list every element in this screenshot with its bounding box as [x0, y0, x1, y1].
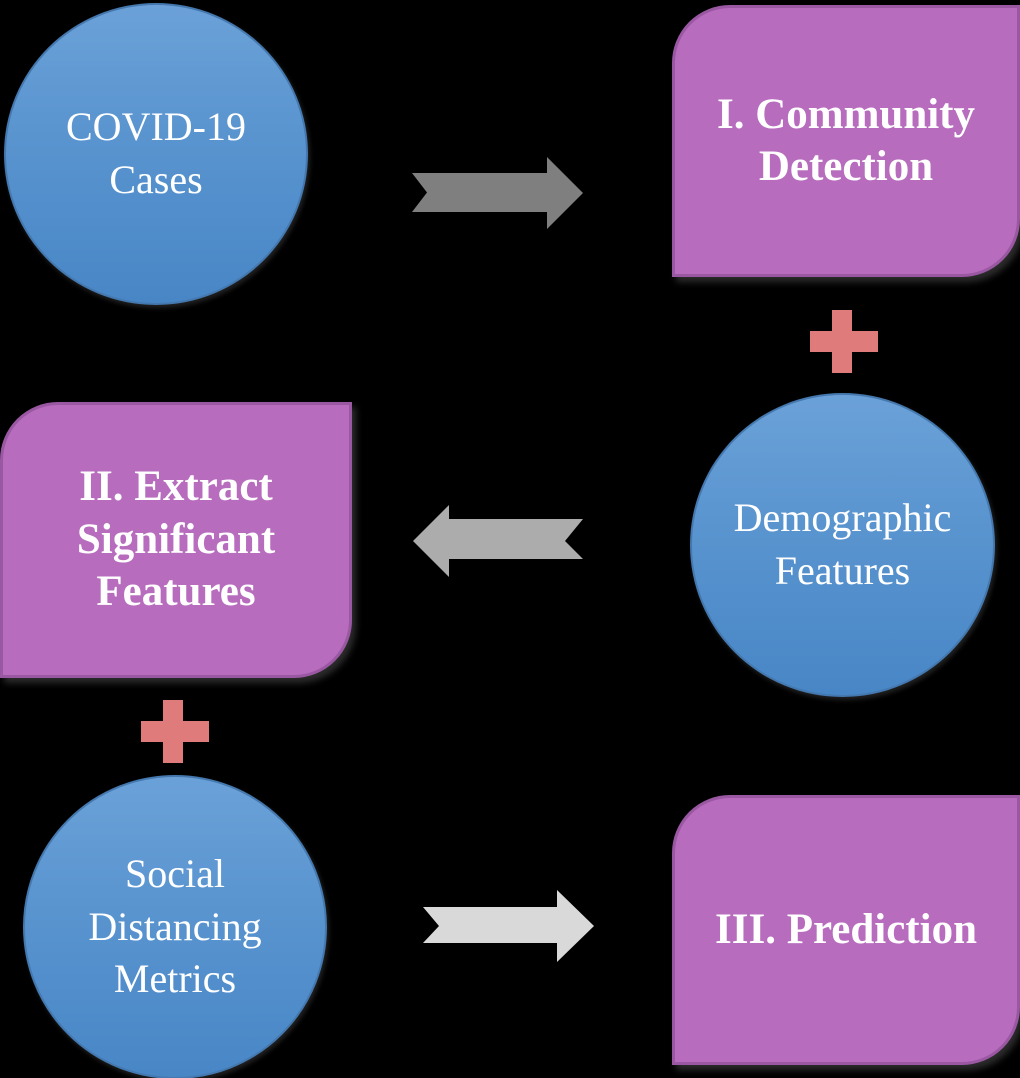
plus-icon: [810, 310, 878, 373]
node-social-distancing: Social Distancing Metrics: [23, 775, 327, 1078]
arrow-left-icon: [413, 505, 583, 577]
label-line: Detection: [758, 143, 934, 190]
arrow-right-shape: [412, 157, 583, 229]
node-extract-features: II. Extract Significant Features: [0, 402, 352, 678]
node-demographic-features: Demographic Features: [690, 393, 995, 697]
node-prediction: III. Prediction: [672, 795, 1020, 1065]
label-line: COVID-19: [66, 104, 246, 150]
node-prediction-label: III. Prediction: [715, 904, 977, 956]
node-demographic-features-label: Demographic Features: [734, 492, 952, 598]
label-line: I. Community: [716, 90, 976, 138]
node-covid-cases-label: COVID-19 Cases: [66, 101, 246, 207]
node-community-detection: I. Community Detection: [672, 5, 1020, 277]
label-line: Metrics: [113, 956, 237, 1002]
label-line: Features: [774, 548, 911, 593]
label-line: Features: [96, 568, 256, 616]
label-line: Distancing: [88, 903, 262, 949]
label-line: Significant: [76, 515, 276, 563]
node-community-detection-label: I. Community Detection: [717, 89, 975, 194]
arrow-right-icon: [423, 890, 594, 962]
plus-icon: [141, 700, 209, 763]
label-line: Cases: [109, 157, 203, 202]
node-covid-cases: COVID-19 Cases: [4, 3, 308, 305]
plus-shape: [141, 700, 209, 763]
arrow-right-shape: [423, 890, 594, 962]
arrow-left-shape: [413, 505, 583, 577]
label-line: Social: [125, 850, 225, 896]
arrow-right-icon: [412, 157, 583, 229]
plus-shape: [810, 310, 878, 373]
node-extract-features-label: II. Extract Significant Features: [77, 461, 275, 618]
label-line: III. Prediction: [715, 905, 977, 953]
label-line: II. Extract: [79, 463, 273, 511]
node-social-distancing-label: Social Distancing Metrics: [88, 848, 261, 1006]
label-line: Demographic: [733, 495, 952, 541]
